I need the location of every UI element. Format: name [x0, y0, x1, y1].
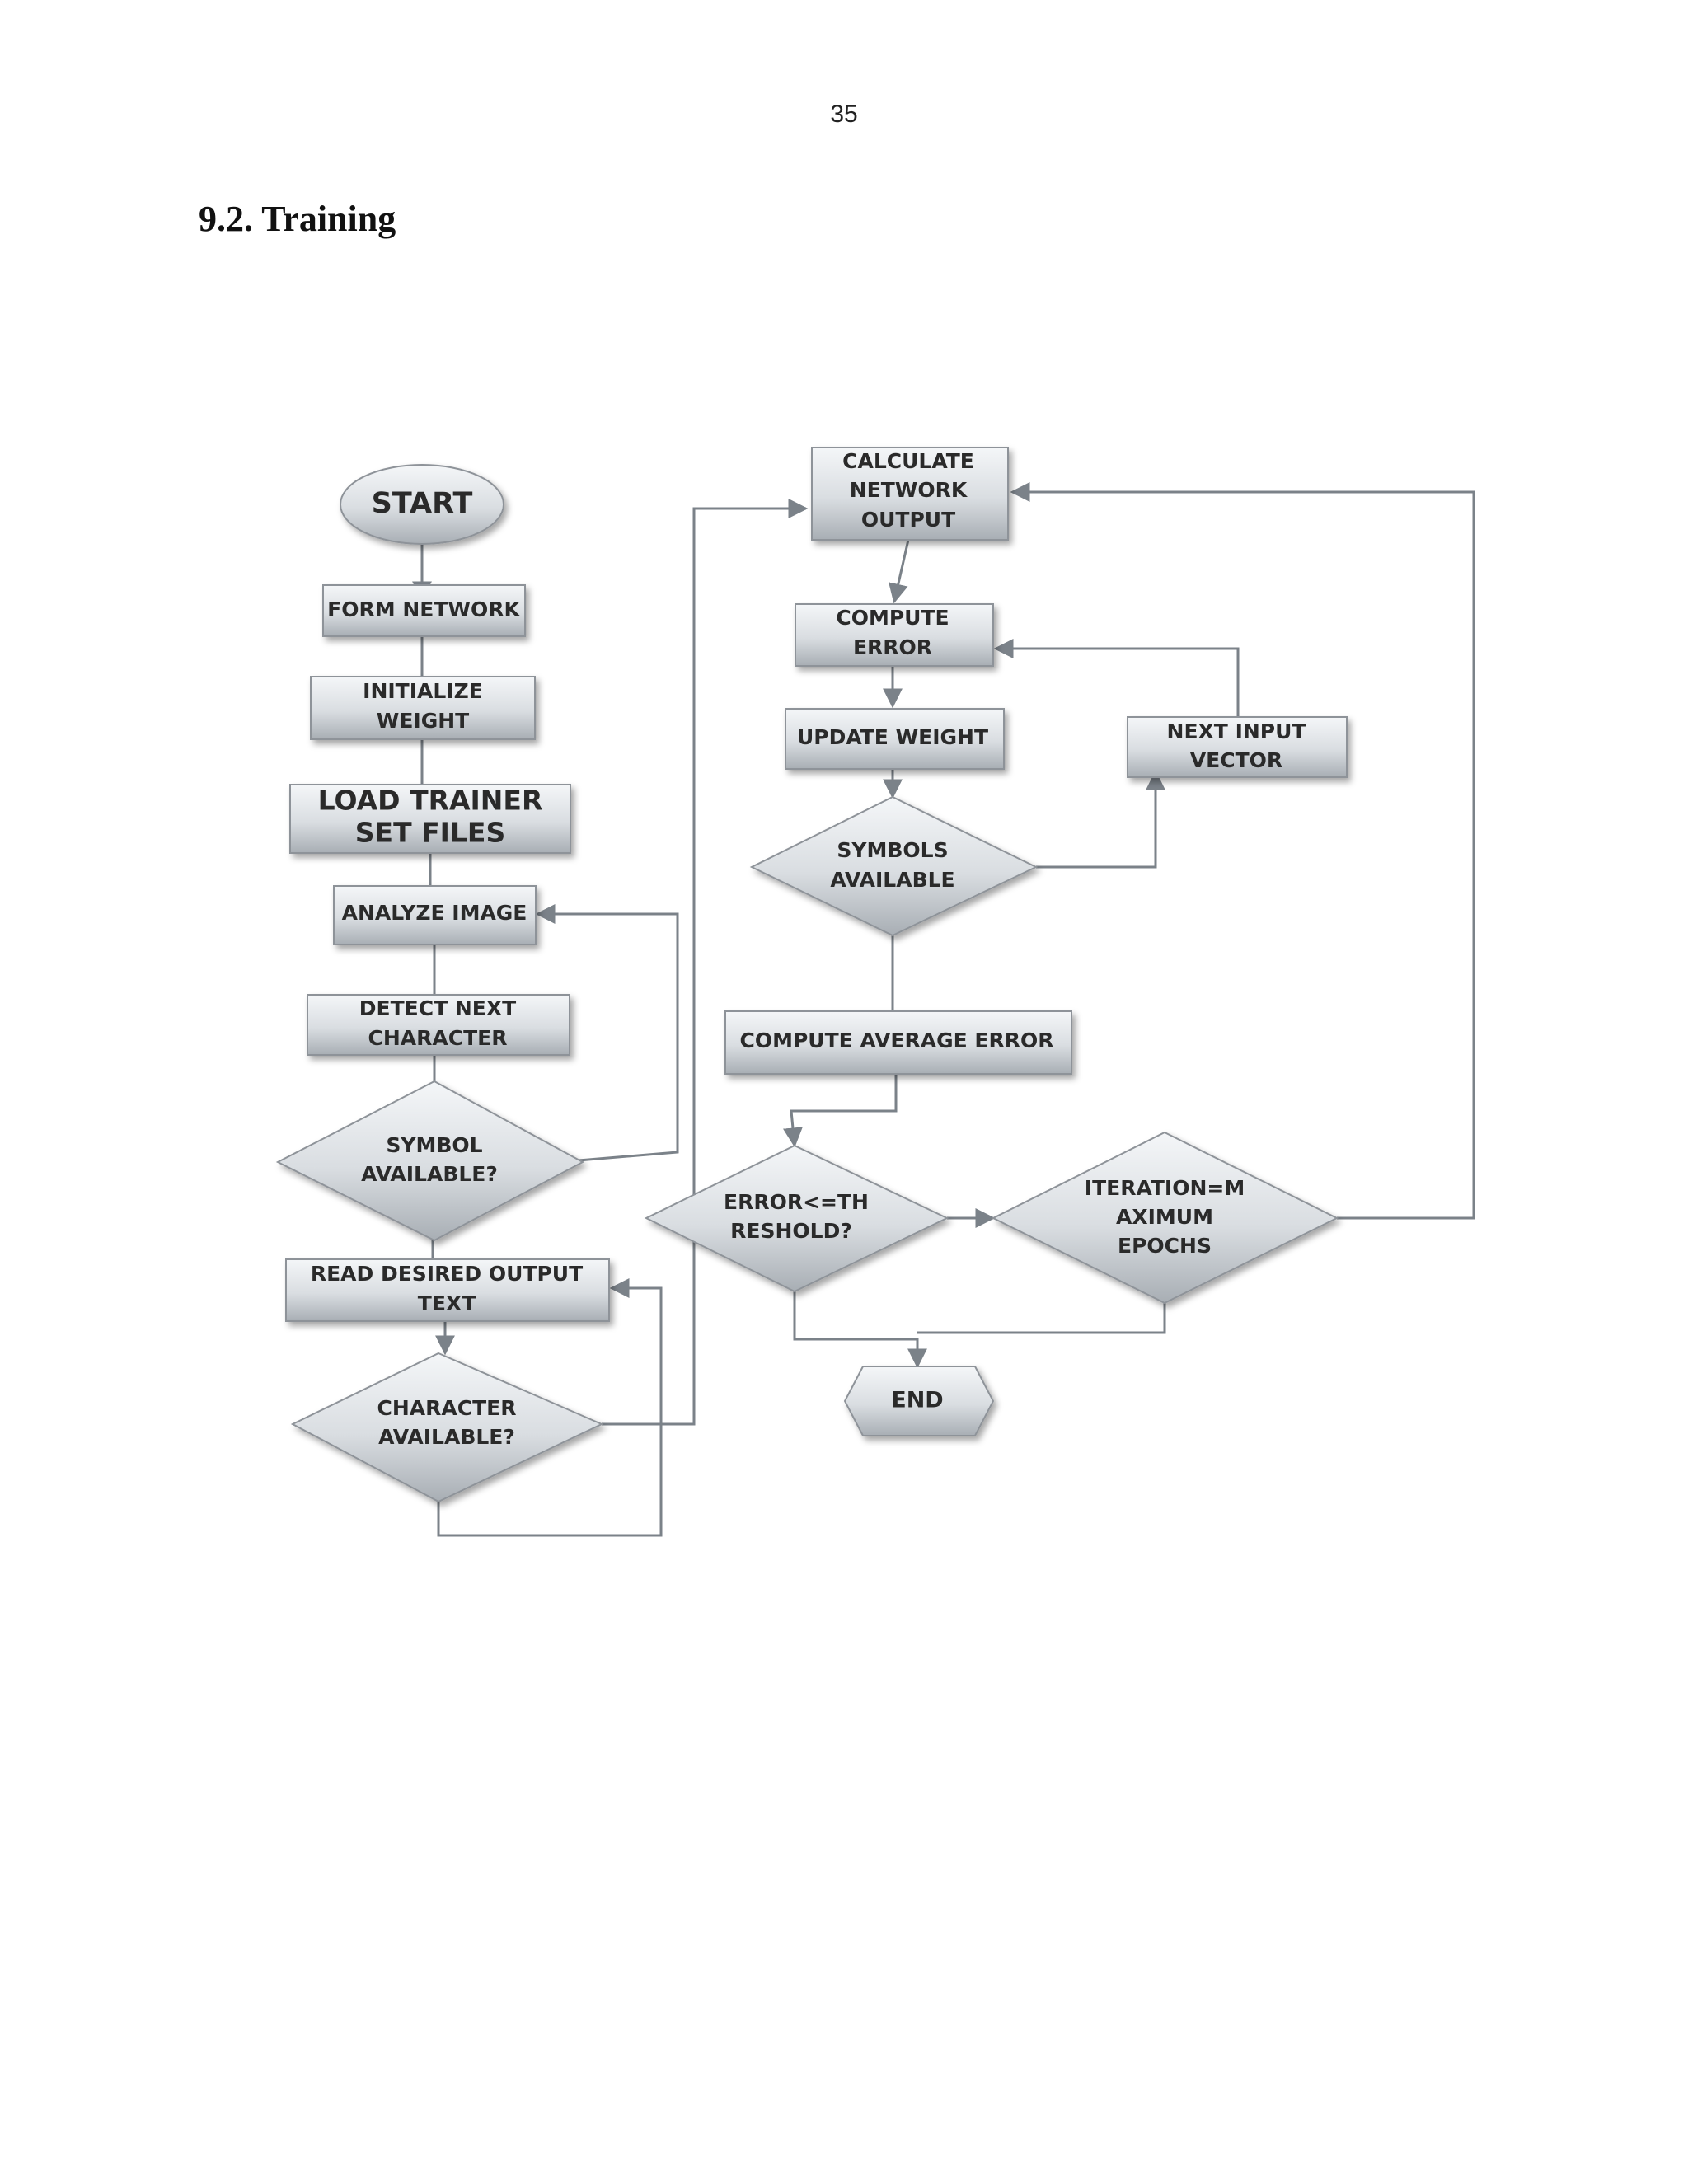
edge-char-loop — [437, 1278, 663, 1537]
node-load-trainer: LOAD TRAINER SET FILES — [289, 784, 571, 854]
node-detect-next-line2: CHARACTER — [368, 1026, 508, 1050]
node-iteration-max-line1: ITERATION=M — [1085, 1176, 1245, 1200]
node-end-label: END — [891, 1388, 943, 1413]
node-symbol-available-line1: SYMBOL — [386, 1133, 482, 1157]
node-detect-next: DETECT NEXT CHARACTER — [307, 994, 570, 1056]
node-initialize-weight-line2: WEIGHT — [377, 709, 469, 733]
node-error-threshold: ERROR<=TH RESHOLD? — [644, 1144, 950, 1293]
node-read-desired-line2: TEXT — [418, 1291, 476, 1315]
node-form-network: FORM NETWORK — [322, 584, 526, 637]
node-detect-next-line1: DETECT NEXT — [359, 996, 516, 1020]
page-number: 35 — [830, 101, 858, 128]
node-compute-error: COMPUTE ERROR — [795, 603, 994, 667]
node-symbol-available-line2: AVAILABLE? — [361, 1162, 498, 1186]
node-update-weight: UPDATE WEIGHT — [785, 708, 1005, 770]
node-calculate-output: CALCULATE NETWORK OUTPUT — [811, 447, 1009, 541]
node-calculate-output-line2: NETWORK — [850, 478, 968, 502]
node-error-threshold-line2: RESHOLD? — [730, 1219, 852, 1243]
node-next-input: NEXT INPUT VECTOR — [1127, 716, 1348, 778]
node-symbols-available: SYMBOLS AVAILABLE — [749, 795, 1039, 937]
edge-iteration-calc — [1010, 482, 1475, 1220]
node-read-desired-line1: READ DESIRED OUTPUT — [311, 1262, 583, 1286]
edge-symbol-loop — [535, 904, 679, 1162]
node-compute-error-line2: ERROR — [853, 635, 932, 659]
node-compute-average: COMPUTE AVERAGE ERROR — [724, 1010, 1072, 1075]
node-next-input-line1: NEXT INPUT — [1167, 719, 1306, 743]
flow-edges — [412, 482, 1475, 1537]
node-character-available: CHARACTER AVAILABLE? — [290, 1352, 604, 1503]
node-form-network-label: FORM NETWORK — [327, 598, 521, 621]
node-read-desired: READ DESIRED OUTPUT TEXT — [285, 1258, 610, 1322]
node-initialize-weight: INITIALIZE WEIGHT — [310, 676, 536, 740]
node-symbol-available: SYMBOL AVAILABLE? — [275, 1080, 585, 1242]
node-start-label: START — [372, 487, 473, 520]
edge-next-compute — [993, 639, 1240, 717]
node-next-input-line2: VECTOR — [1190, 748, 1282, 772]
edge-error-end — [793, 1291, 927, 1369]
edge-char-calc — [602, 499, 809, 1426]
section-heading: 9.2. Training — [199, 199, 396, 239]
node-update-weight-label: UPDATE WEIGHT — [797, 725, 988, 749]
node-compute-error-line1: COMPUTE — [836, 606, 949, 630]
node-calculate-output-line3: OUTPUT — [861, 508, 955, 532]
edge-symbols-next — [1036, 770, 1165, 869]
node-iteration-max: ITERATION=M AXIMUM EPOCHS — [991, 1131, 1339, 1305]
node-error-threshold-line1: ERROR<=TH — [724, 1190, 869, 1214]
node-initialize-weight-line1: INITIALIZE — [363, 679, 483, 703]
node-iteration-max-line2: AXIMUM — [1116, 1205, 1213, 1229]
node-symbols-available-line2: AVAILABLE — [830, 868, 954, 892]
node-compute-average-label: COMPUTE AVERAGE ERROR — [740, 1029, 1054, 1052]
edge-average-error — [783, 1074, 898, 1148]
node-load-trainer-line2: SET FILES — [355, 817, 505, 849]
node-symbols-available-line1: SYMBOLS — [837, 838, 948, 862]
node-iteration-max-line3: EPOCHS — [1118, 1234, 1212, 1258]
node-calculate-output-line1: CALCULATE — [842, 449, 974, 473]
node-character-available-line1: CHARACTER — [377, 1396, 517, 1420]
edge-iteration-end — [917, 1303, 1166, 1334]
node-start: START — [340, 464, 504, 545]
node-analyze-image-label: ANALYZE IMAGE — [342, 901, 528, 925]
node-analyze-image: ANALYZE IMAGE — [333, 885, 537, 945]
node-end: END — [843, 1366, 995, 1436]
node-load-trainer-line1: LOAD TRAINER — [318, 785, 543, 817]
edge-calc-compute — [889, 539, 910, 604]
node-character-available-line2: AVAILABLE? — [378, 1425, 515, 1449]
